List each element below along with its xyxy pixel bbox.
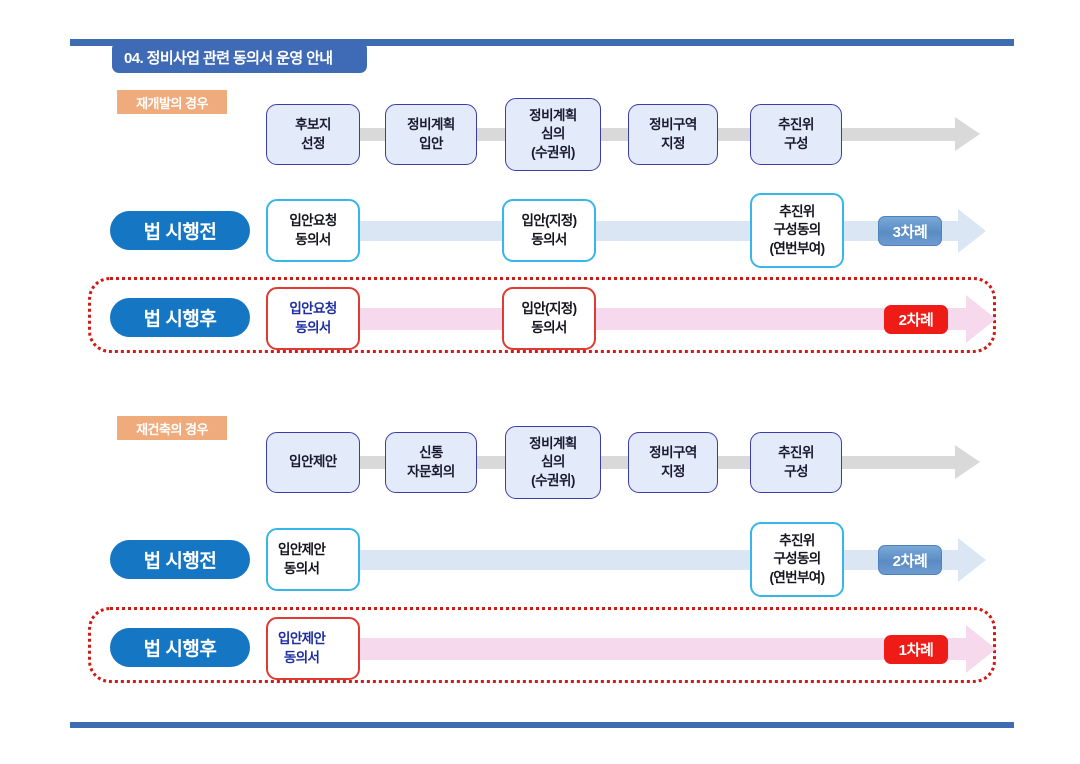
- case-badge-reconstruction: 재건축의 경우: [117, 416, 227, 440]
- step-box-drafting-proposal: 입안제안: [266, 432, 360, 493]
- before-law-arrow-1: [958, 209, 986, 253]
- page-title: 04. 정비사업 관련 동의서 운영 안내: [112, 42, 367, 73]
- after-law-arrow-1: [966, 295, 996, 343]
- doc-box-drafting-designation-consent-after-1: 입안(지정)동의서: [502, 287, 596, 350]
- before-law-arrow-2: [958, 538, 986, 582]
- doc-box-drafting-designation-consent-1: 입안(지정)동의서: [502, 199, 596, 262]
- law-pill-after-2: 법 시행후: [110, 628, 250, 667]
- bottom-divider-rule: [70, 722, 1014, 728]
- law-pill-before-2: 법 시행전: [110, 540, 250, 579]
- after-law-arrow-2: [966, 625, 996, 673]
- process-arrow-head-2: [955, 445, 980, 479]
- law-pill-before-1: 법 시행전: [110, 211, 250, 250]
- process-arrow-head-1: [955, 117, 980, 151]
- top-divider-rule: [70, 39, 1014, 46]
- after-law-band-2: [350, 638, 978, 660]
- count-badge-before-1: 3차례: [878, 216, 942, 246]
- count-badge-before-2: 2차례: [878, 545, 942, 575]
- case-badge-redevelopment: 재개발의 경우: [117, 90, 227, 114]
- count-badge-after-2: 1차례: [884, 635, 948, 664]
- before-law-band-2: [350, 550, 970, 570]
- before-law-band-1: [350, 221, 970, 241]
- count-badge-after-1: 2차례: [884, 305, 948, 334]
- law-pill-after-1: 법 시행후: [110, 298, 250, 337]
